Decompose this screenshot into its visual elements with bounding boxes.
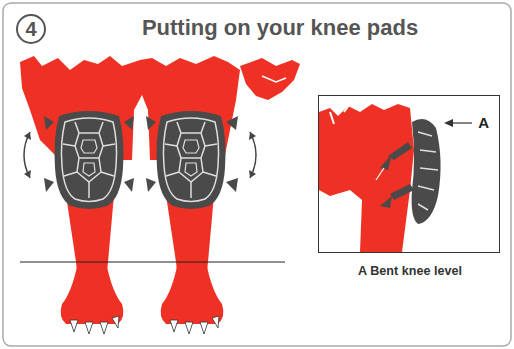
step-number-circle: 4	[16, 14, 46, 44]
node-label: 4	[18, 16, 44, 42]
node-caption: A Bent knee level	[289, 264, 514, 278]
inset-box: AA Bent knee level	[318, 95, 500, 253]
node-label: A	[478, 114, 489, 131]
diagram-title: Putting on your knee pads	[90, 15, 470, 41]
